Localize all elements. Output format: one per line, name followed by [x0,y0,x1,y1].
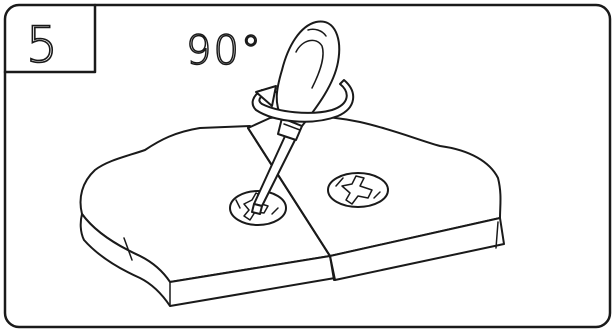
step-number: 5 [26,16,58,74]
step-number-box: 5 [5,5,95,74]
right-screw [328,173,388,207]
rotation-angle-label: 90° [186,28,263,74]
